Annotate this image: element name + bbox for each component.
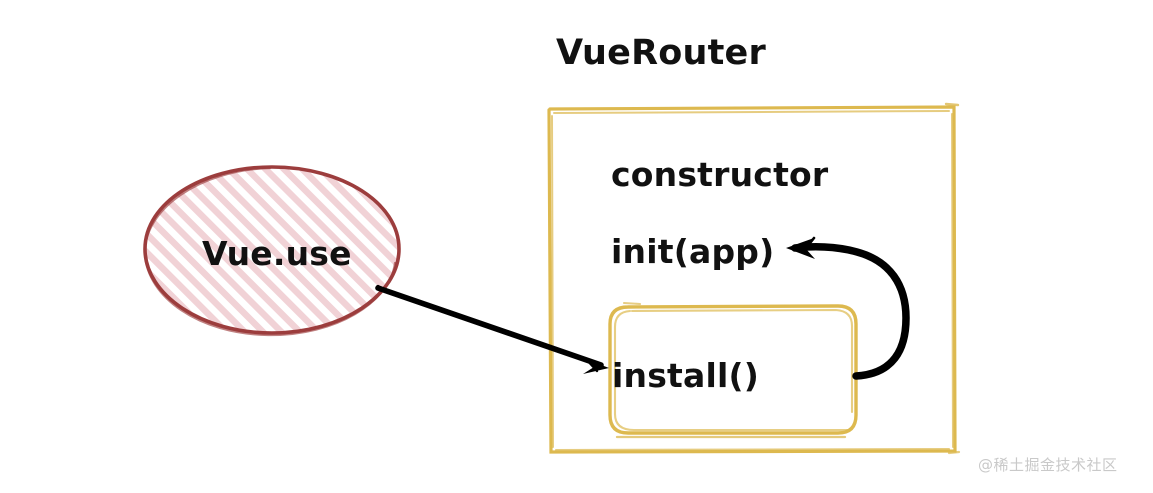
label-constructor: constructor (611, 155, 829, 194)
label-install: install() (612, 356, 760, 395)
vuerouter-outer-box (547, 102, 961, 455)
install-inner-box (608, 301, 858, 439)
arrow-vue-use-to-install (375, 284, 609, 374)
vue-use-ellipse (143, 165, 401, 337)
arrow-install-to-init (786, 236, 910, 380)
label-init-app: init(app) (611, 232, 775, 271)
label-vue-use: Vue.use (202, 234, 352, 273)
watermark: @稀土掘金技术社区 (978, 456, 1118, 474)
page-title: VueRouter (556, 33, 766, 73)
